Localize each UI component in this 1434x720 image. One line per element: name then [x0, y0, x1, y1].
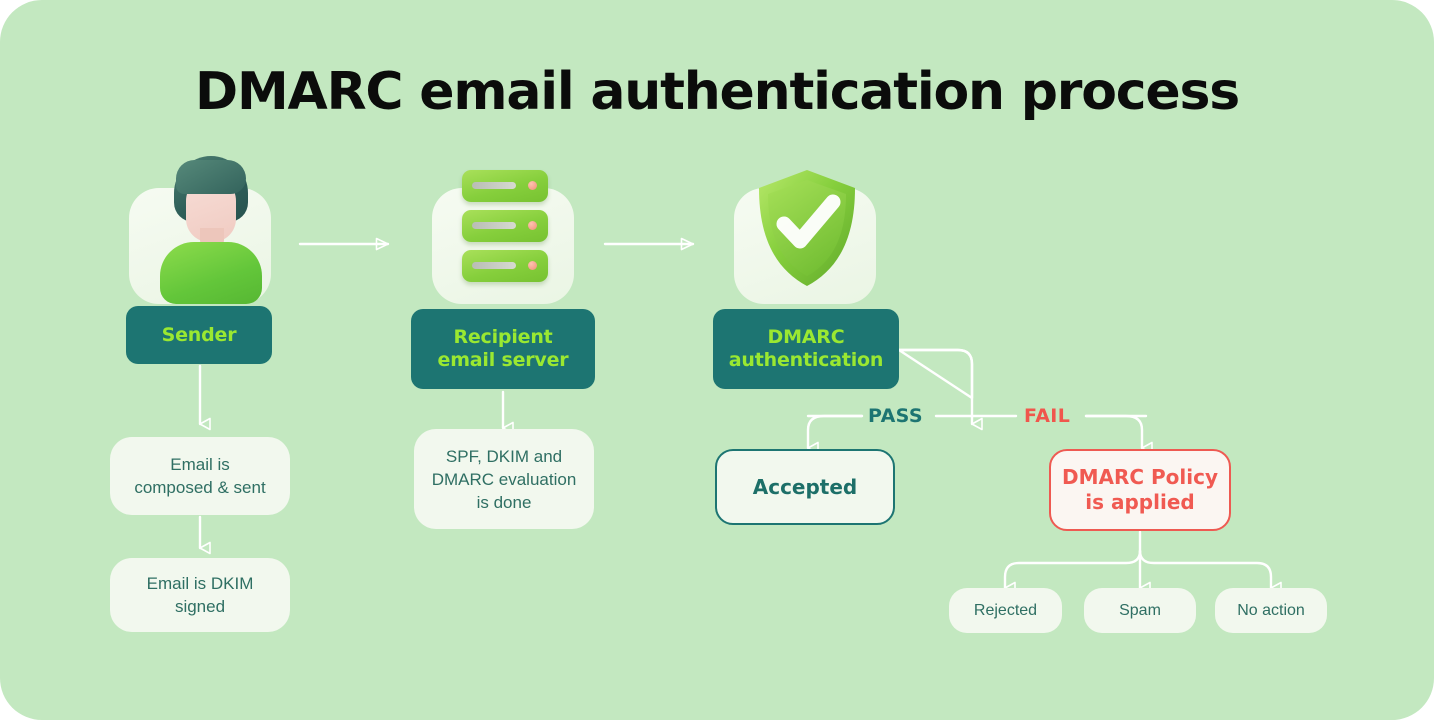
recipient-step-box: SPF, DKIM and DMARC evaluation is done	[414, 429, 594, 529]
recipient-icon-tile	[432, 188, 574, 304]
sender-step-2-box: Email is DKIM signed	[110, 558, 290, 632]
sender-step-2-text: Email is DKIM signed	[146, 574, 254, 616]
arrow-policy-to-rejected	[1003, 549, 1142, 595]
user-avatar-icon	[74, 156, 326, 306]
page-title: DMARC email authentication process	[195, 62, 1240, 122]
outcome-spam-label: Spam	[1119, 602, 1161, 619]
dmarc-policy-label: DMARC Policy is applied	[1061, 465, 1219, 514]
shield-check-icon	[748, 164, 866, 292]
sender-step-1-box: Email is composed & sent	[110, 437, 290, 515]
pass-branch-label: PASS	[868, 405, 924, 427]
dmarc-label-box[interactable]: DMARC authentication	[713, 309, 899, 389]
recipient-step-text: SPF, DKIM and DMARC evaluation is done	[431, 446, 577, 512]
dmarc-label: DMARC authentication	[728, 326, 884, 371]
server-stack-icon	[460, 170, 556, 298]
sender-step-1-text: Email is composed & sent	[134, 455, 266, 497]
dmarc-policy-box[interactable]: DMARC Policy is applied	[1049, 449, 1231, 531]
sender-label: Sender	[161, 323, 237, 346]
outcome-no-action-label: No action	[1237, 602, 1305, 619]
outcome-rejected-box[interactable]: Rejected	[949, 588, 1062, 633]
sender-label-box[interactable]: Sender	[126, 306, 272, 364]
recipient-label: Recipient email server	[437, 326, 569, 371]
accepted-label: Accepted	[752, 475, 858, 499]
outcome-rejected-label: Rejected	[973, 602, 1038, 619]
outcome-spam-box[interactable]: Spam	[1084, 588, 1196, 633]
arrow-pass-to-accepted	[806, 414, 864, 455]
arrow-policy-to-no-action	[1138, 549, 1282, 595]
arrow-fail-to-policy	[1084, 414, 1153, 455]
fail-branch-label: FAIL	[1024, 405, 1071, 427]
recipient-label-box[interactable]: Recipient email server	[411, 309, 595, 389]
outcome-no-action-box[interactable]: No action	[1215, 588, 1327, 633]
accepted-box[interactable]: Accepted	[715, 449, 895, 525]
